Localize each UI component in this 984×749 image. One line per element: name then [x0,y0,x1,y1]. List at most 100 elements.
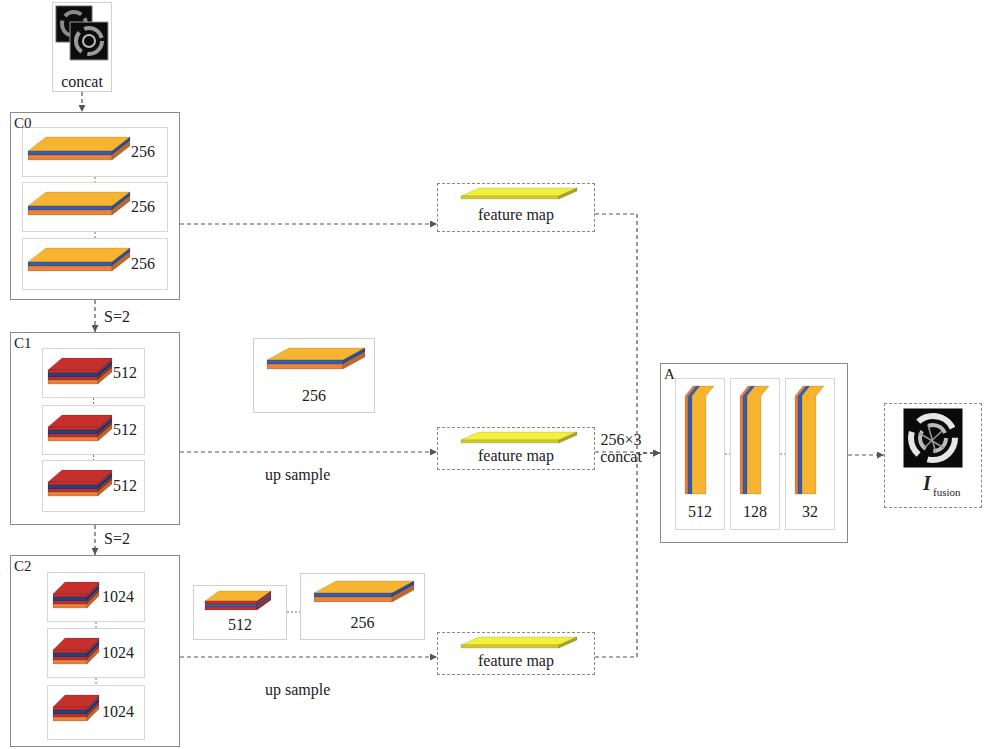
tensor-slab [53,714,87,717]
block-label: C2 [14,558,32,575]
edge-label: up sample [265,466,330,483]
layer-box: 256 [22,127,168,177]
tensor-slab [53,597,87,601]
output-label: fusion [933,486,961,498]
tensor-slab [53,657,87,660]
feature-map-label: feature map [438,652,594,670]
channel-number: 512 [676,503,724,521]
tensor-slab [802,386,824,494]
layer-box: 1024 [47,572,145,622]
tensor-slab [48,373,98,377]
tensor-slab [53,604,87,608]
layer-sample-box: 512 [193,585,287,640]
output-label: I [923,472,931,494]
channel-number: 512 [194,616,286,634]
tensor-slab [53,601,87,604]
tensor-slab [112,196,130,215]
tensor-slab [28,206,112,210]
tensor-slab [53,650,87,653]
feature-map-label: feature map [438,447,594,465]
tensor-slab [48,427,98,430]
tensor-slab [28,151,112,155]
tensor-slab [314,593,392,597]
layer-link [287,612,300,613]
tensor-slab [53,707,87,710]
data-flow-arrow [180,223,437,224]
tensor-slab [461,188,577,196]
data-flow-arrow [180,451,437,452]
tensor-slab [98,368,112,384]
channel-number: 256 [131,198,155,216]
tensor-slab [48,377,98,380]
tensor-slab [112,252,130,271]
data-flow-arrow [81,92,82,112]
stage-block: 512512512C1 [10,332,180,525]
tensor-slab [28,155,112,160]
tensor-slab [267,364,343,369]
channel-number: 512 [113,421,137,439]
tensor-slab [257,597,271,610]
block-label: C1 [14,335,32,352]
tensor-slab [267,360,343,364]
tensor-slab [205,601,257,604]
tensor-slab [53,717,87,721]
edge-label: S=2 [104,530,130,547]
edge-label: 256×3 concat [590,431,652,465]
tensor-slab [461,196,559,199]
layer-box: 256 [22,182,168,232]
channel-number: 256 [254,387,374,405]
tensor-slab [461,432,577,440]
tensor-slab [28,266,112,271]
channel-number: 128 [731,503,779,521]
image-stroke [919,425,944,453]
tensor-slab [692,386,714,494]
tensor-slab [28,262,112,266]
tensor-slab [48,482,98,485]
layer-sample-box: 256 [253,338,375,413]
channel-number: 256 [131,255,155,273]
image-ring [76,28,102,54]
image-ring [911,416,955,460]
channel-number: 1024 [102,703,134,721]
layer-link [96,678,97,685]
layer-box: 1024 [47,628,145,678]
tensor-slab [461,645,559,648]
layer-sample-box: 256 [300,573,425,640]
tensor-slab [461,440,559,443]
tensor-slab [48,380,98,384]
layer-box: 1024 [47,685,145,740]
data-flow-arrow [180,656,437,657]
conv-layer-box: 128 [730,378,780,530]
stage-block: 1024 1024 1024 C2 [10,555,180,747]
data-flow-arrow [94,300,95,332]
channel-number: 1024 [102,588,134,606]
image-tile [70,22,108,60]
feature-map-box: feature map [437,632,595,675]
tensor-slab [392,585,414,602]
tensor-slab [48,492,98,496]
tensor-slab [98,480,112,496]
feature-map-label: feature map [438,206,594,224]
channel-number: 512 [113,364,137,382]
channel-number: 256 [301,614,424,632]
feature-map-box: feature map [437,427,595,470]
tensor-slab [87,648,99,664]
tensor-slab [559,637,577,648]
block-label: A [664,366,675,383]
channel-number: 256 [131,143,155,161]
tensor-slab [48,489,98,492]
tensor-slab [559,432,577,443]
stage-block: 256256256C0 [10,112,180,300]
data-flow-arrow [595,214,660,453]
data-flow-arrow [94,525,95,555]
tensor-slab [205,604,257,607]
conv-layer-box: 512 [675,378,725,530]
data-flow-arrow [848,454,884,455]
layer-link [93,398,94,405]
layer-box: 512 [42,348,145,398]
tensor-slab [48,370,98,373]
data-flow-arrow [595,453,660,657]
tensor-slab [53,660,87,664]
tensor-slab [98,425,112,441]
